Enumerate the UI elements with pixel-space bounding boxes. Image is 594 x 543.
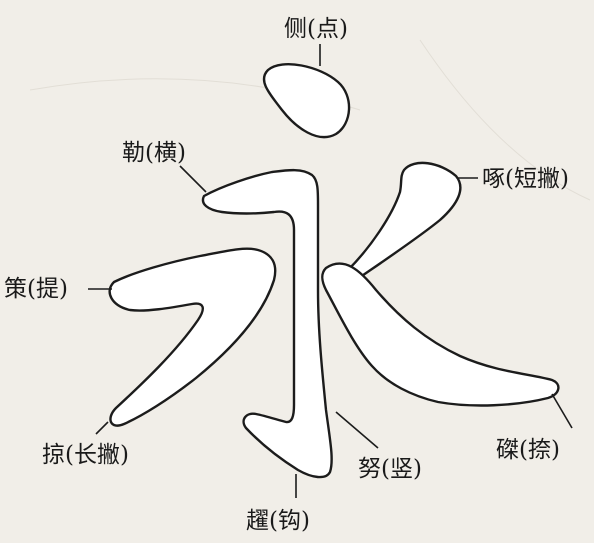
label-horizontal: 勒(横) [122,140,186,166]
label-long-sweep: 掠(长撇) [42,442,129,468]
label-right-sweep: 磔(捺) [496,437,560,463]
label-rise: 策(提) [4,276,68,302]
stroke-horizontal-vertical-hook [201,168,333,479]
stroke-dot [262,63,351,139]
label-vertical: 努(竖) [358,456,422,482]
stroke-right-sweep [321,262,560,407]
label-hook: 趯(钩) [246,508,310,534]
label-short-sweep: 啄(短撇) [482,166,569,192]
label-dot: 侧(点) [284,16,348,42]
leader-line-vertical [335,411,379,449]
leader-line-long-sweep [95,421,109,435]
paper-texture-line [419,39,591,201]
leader-line-horizontal [179,165,207,193]
stroke-rise-and-long-sweep [108,247,277,427]
leader-line-right-sweep [551,393,573,429]
stroke-short-sweep [343,161,462,284]
